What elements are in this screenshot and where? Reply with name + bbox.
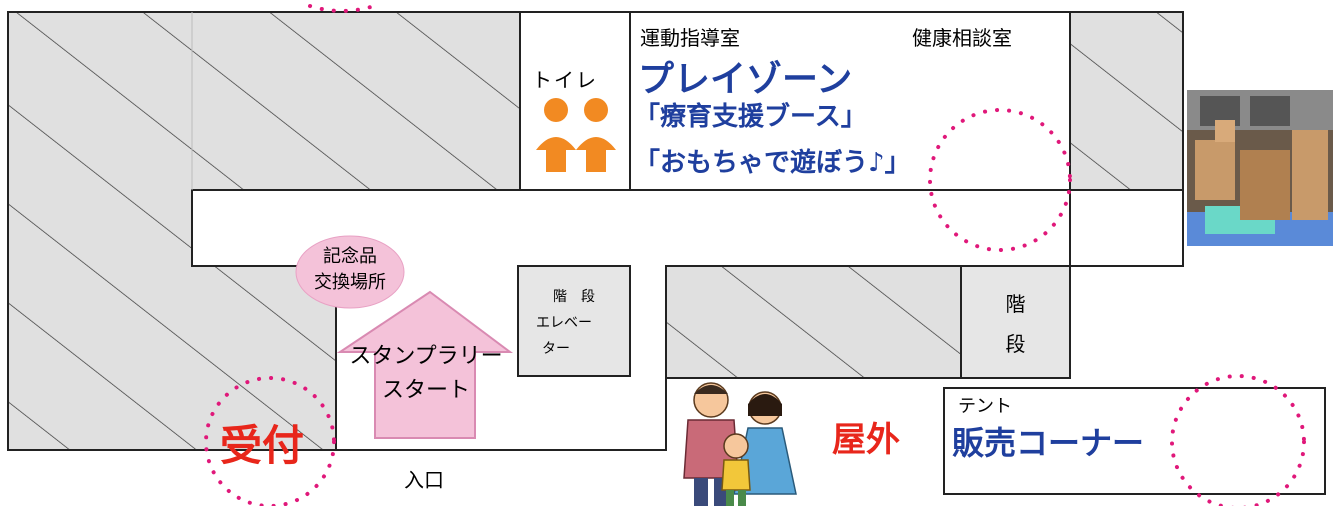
stairs-right-label: 階 段 <box>961 284 1070 364</box>
souvenir-label: 記念品 交換場所 <box>296 244 404 296</box>
booth-toys-label: 「おもちゃで遊ぼう♪」 <box>634 148 911 178</box>
stairs-elevator-line-1: 階 段 <box>553 289 595 305</box>
stamp-rally-arrow <box>336 290 513 439</box>
stamp-rally-line-2: スタート <box>381 378 470 403</box>
tent-label: テント <box>958 396 1012 417</box>
stairs-elevator-line-3: ター <box>542 341 570 357</box>
stairs-elevator-line-2: エレベー <box>536 315 592 331</box>
rooms <box>191 11 1184 451</box>
stairs-right-line-2: 段 <box>1005 332 1026 356</box>
entrance-label: 入口 <box>404 468 444 492</box>
toy-photo <box>1187 90 1333 246</box>
stamp-rally-line-1: スタンプラリー <box>349 344 503 369</box>
family-illustration <box>683 382 797 506</box>
reception-label: 受付 <box>220 421 305 470</box>
toilet-label: トイレ <box>532 68 598 92</box>
sales-corner-label: 販売コーナー <box>952 424 1145 462</box>
play-zone-label: プレイゾーン <box>638 59 853 100</box>
toilet-icon <box>536 98 616 172</box>
stairs-right-box <box>960 265 1071 379</box>
booth-support-label: 「療育支援ブース」 <box>634 102 867 132</box>
tent-box <box>943 387 1326 495</box>
health-room-label: 健康相談室 <box>912 26 1012 50</box>
stamp-rally-label: スタンプラリー スタート <box>340 340 512 408</box>
souvenir-line-2: 交換場所 <box>314 272 386 293</box>
souvenir-line-1: 記念品 <box>323 246 377 267</box>
exercise-room-label: 運動指導室 <box>640 26 740 50</box>
stairs-right-line-1: 階 <box>1005 292 1026 316</box>
stairs-elevator-label: 階 段 エレベー ター <box>518 284 630 362</box>
dotted-circles <box>204 4 1306 506</box>
stairs-elevator-box <box>517 265 631 377</box>
outdoor-label: 屋外 <box>832 420 900 460</box>
souvenir-ellipse <box>295 235 405 309</box>
